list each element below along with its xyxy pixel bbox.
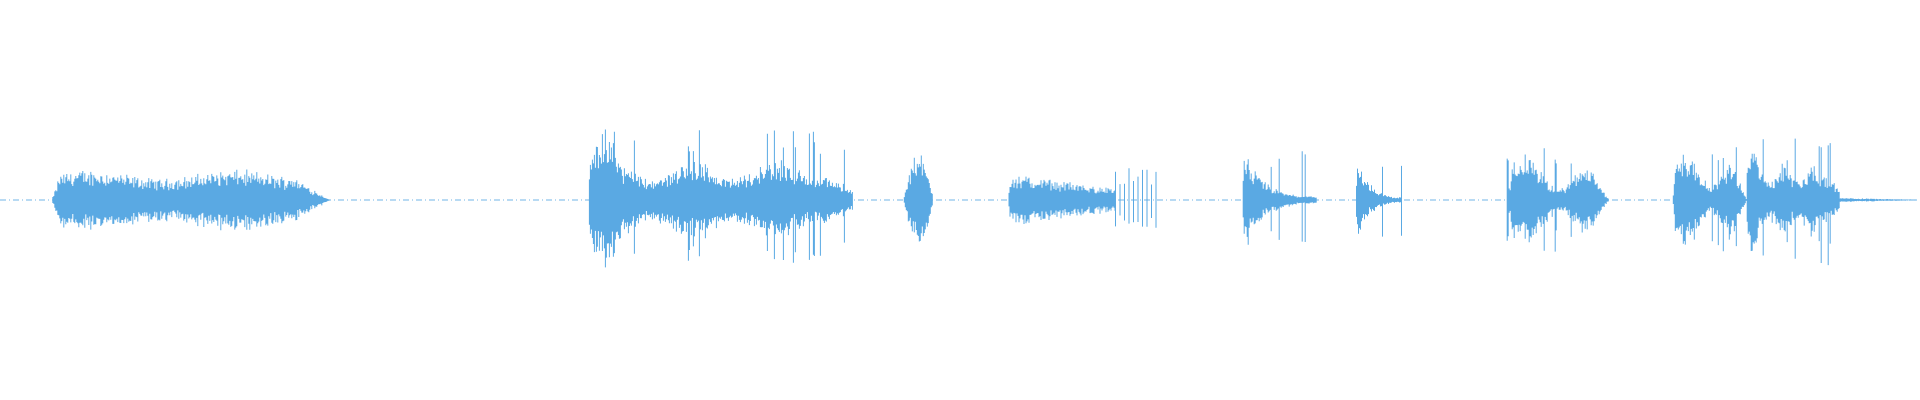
waveform-segment-path (52, 169, 331, 231)
waveform-segment (1838, 198, 1916, 202)
waveform-segment (1115, 168, 1157, 228)
waveform-segment (1008, 176, 1116, 224)
waveform-segment (1672, 147, 1747, 252)
waveform-segment-path (1838, 198, 1916, 202)
waveform-segment-path (1746, 138, 1840, 266)
waveform-segment (52, 169, 331, 231)
waveform-segment (1356, 165, 1402, 237)
waveform-segment (1242, 151, 1317, 245)
waveform-segment-path (1356, 165, 1402, 237)
waveform-segment (588, 129, 853, 268)
waveform-segment-path (1115, 168, 1157, 228)
waveform-segment-path (1242, 151, 1317, 245)
waveform-segment-path (588, 129, 853, 268)
waveform-trace (52, 129, 1916, 268)
waveform-segment (1506, 148, 1609, 252)
waveform-segment-path (1008, 176, 1116, 224)
waveform-segment (1746, 138, 1840, 266)
waveform-segment-path (1506, 148, 1609, 252)
waveform-segment-path (903, 155, 933, 242)
waveform-segment-path (1672, 147, 1747, 252)
waveform-segment (903, 155, 933, 242)
